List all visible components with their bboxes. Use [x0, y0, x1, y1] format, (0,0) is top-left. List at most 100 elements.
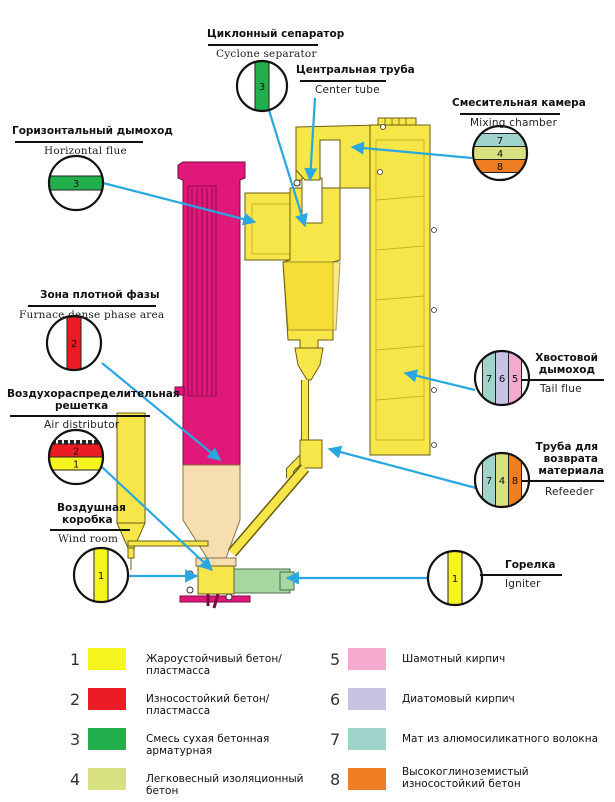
- material-band-label: 1: [98, 571, 104, 582]
- divider: [522, 379, 604, 381]
- divider: [480, 574, 562, 576]
- callout-wind-room: 1: [72, 546, 130, 604]
- label-wind-room-ru1: Воздушная: [57, 502, 126, 514]
- material-band-label: 1: [452, 574, 458, 585]
- material-band-label: 8: [512, 476, 518, 487]
- legend-text: Мат из алюмосиликатного волокна: [402, 733, 599, 745]
- callout-dense-phase: 2: [45, 314, 103, 372]
- label-cyclone-en: Cyclone separator: [216, 48, 317, 60]
- material-band-label: 8: [497, 162, 503, 173]
- divider: [28, 305, 156, 307]
- label-tail-flue-en: Tail flue: [540, 383, 582, 395]
- callout-igniter: 1: [426, 549, 484, 607]
- label-refeeder-ru2: возврата: [543, 453, 598, 465]
- label-dense-ru: Зона плотной фазы: [40, 289, 160, 301]
- legend-number: 1: [70, 650, 81, 669]
- material-band-label: 4: [499, 476, 505, 487]
- material-band-1: [93, 548, 109, 602]
- label-tail-flue-ru1: Хвостовой: [535, 352, 598, 364]
- label-horiz-flue-ru: Горизонтальный дымоход: [12, 125, 173, 137]
- material-band-5: [508, 351, 522, 405]
- callout-mixing: 7 4 8: [471, 124, 529, 182]
- legend-swatch: [348, 648, 386, 670]
- material-band-3: [254, 61, 270, 111]
- tail-flue: [369, 124, 437, 456]
- material-band-label: 2: [71, 339, 77, 350]
- igniter-burner: [233, 568, 295, 594]
- material-band-1: [49, 456, 103, 471]
- material-band-label: 3: [73, 179, 79, 190]
- pointer-arrows: [101, 97, 477, 585]
- divider: [460, 113, 560, 115]
- legend-number: 7: [330, 730, 341, 749]
- divider: [50, 529, 130, 531]
- material-band-label: 6: [499, 374, 505, 385]
- legend-text: Жароустойчивый бетон/пластмасса: [146, 653, 282, 677]
- material-band-label: 7: [497, 136, 503, 147]
- label-igniter-en: Igniter: [505, 578, 541, 590]
- divider: [522, 480, 604, 482]
- label-mixing-en: Mixing chamber: [470, 117, 558, 129]
- material-band-label: 5: [512, 374, 518, 385]
- legend-text: Смесь сухая бетонная арматурная: [146, 733, 270, 757]
- callout-cyclone: 3: [235, 59, 289, 113]
- furnace: [174, 161, 251, 609]
- legend-number: 2: [70, 690, 81, 709]
- divider: [10, 415, 150, 417]
- legend-swatch: [88, 728, 126, 750]
- legend-number: 5: [330, 650, 341, 669]
- material-band-label: 4: [497, 149, 503, 160]
- legend-text: Высокоглиноземистый износостойкий бетон: [402, 766, 529, 790]
- legend-text: Шамотный кирпич: [402, 653, 506, 665]
- legend-number: 6: [330, 690, 341, 709]
- label-wind-room-ru2: коробка: [62, 514, 113, 526]
- callout-horiz-flue: 3: [47, 154, 105, 212]
- label-center-tube-en: Center tube: [315, 84, 380, 96]
- legend-text: Износостойкий бетон/пластмасса: [146, 693, 270, 717]
- label-mixing-ru: Смесительная камера: [452, 97, 586, 109]
- material-band-label: 1: [73, 460, 79, 471]
- divider: [208, 44, 318, 46]
- label-refeeder-ru3: материала: [538, 465, 604, 477]
- legend-swatch: [88, 648, 126, 670]
- label-center-tube-ru: Центральная труба: [296, 64, 415, 76]
- material-band-label: 7: [486, 476, 492, 487]
- legend-swatch: [88, 688, 126, 710]
- label-igniter-ru: Горелка: [505, 559, 556, 571]
- legend-swatch: [348, 728, 386, 750]
- label-cyclone-ru: Циклонный сепаратор: [207, 28, 345, 40]
- legend-swatch: [88, 768, 126, 790]
- label-tail-flue-ru2: дымоход: [538, 364, 595, 376]
- legend-swatch: [348, 768, 386, 790]
- legend-number: 8: [330, 770, 341, 789]
- label-wind-room-en: Wind room: [58, 533, 119, 545]
- material-band-3: [49, 175, 103, 191]
- material-band-label: 7: [486, 374, 492, 385]
- legend-number: 4: [70, 770, 81, 789]
- label-air-dist-ru2: решетка: [55, 400, 109, 412]
- legend-number: 3: [70, 730, 81, 749]
- label-horiz-flue-en: Horizontal flue: [44, 145, 127, 157]
- feed-hopper: [116, 412, 209, 570]
- material-band-8: [473, 159, 527, 173]
- label-refeeder-en: Refeeder: [545, 486, 594, 498]
- material-band-label: 2: [73, 447, 79, 458]
- material-band-8: [508, 453, 522, 507]
- divider: [300, 80, 386, 82]
- label-air-dist-en: Air distributor: [44, 419, 120, 431]
- divider: [15, 141, 143, 143]
- callout-air-dist: 21: [47, 428, 105, 486]
- legend-text: Диатомовый кирпич: [402, 693, 515, 705]
- cyclone-separator: [227, 187, 341, 557]
- material-band-2: [66, 316, 82, 370]
- label-refeeder-ru1: Труба для: [535, 441, 598, 453]
- material-band-label: 3: [259, 82, 265, 93]
- label-dense-en: Furnace dense phase area: [19, 309, 165, 321]
- legend-text: Легковесный изоляционный бетон: [146, 773, 304, 797]
- legend-swatch: [348, 688, 386, 710]
- material-band-1: [447, 551, 463, 605]
